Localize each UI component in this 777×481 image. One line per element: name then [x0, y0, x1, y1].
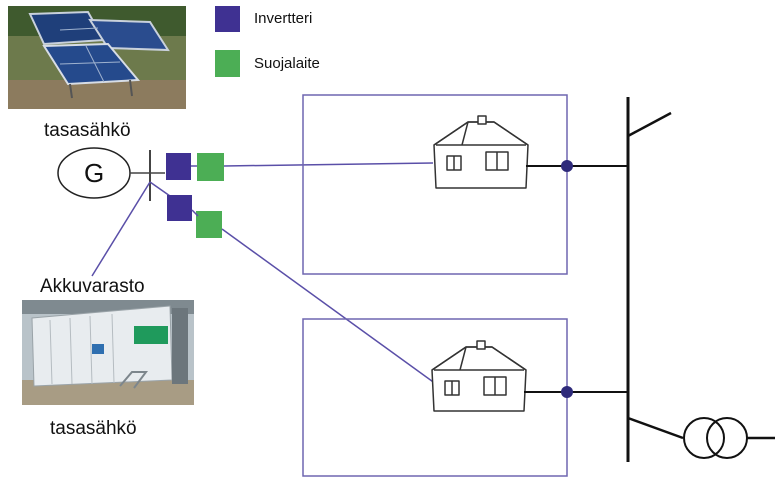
transformer-feed: [627, 416, 684, 440]
inverter-2: [167, 195, 192, 221]
house-1-box: [302, 94, 568, 275]
battery-container-photo: [22, 300, 194, 405]
transformer-icon: [683, 417, 748, 459]
storage-label: Akkuvarasto: [40, 276, 145, 297]
house-1-junction: [561, 160, 573, 172]
legend-protection-swatch: [215, 50, 240, 77]
generator-label: G: [84, 158, 105, 188]
battery-link: [91, 181, 151, 277]
legend-inverter-swatch: [215, 6, 240, 32]
inverter-1: [166, 153, 191, 180]
grid-bus-branch: [627, 111, 672, 138]
inverter-protection-link-2: [191, 209, 199, 217]
protection-device-1: [197, 153, 224, 181]
feeder-line-house-2: [221, 228, 437, 385]
protection-device-2: [196, 211, 222, 238]
legend-protection-label: Suojalaite: [254, 55, 320, 72]
house-icon: [431, 340, 527, 412]
house-icon: [433, 115, 529, 189]
solar-dc-label: tasasähkö: [44, 120, 131, 141]
battery-branch-link: [149, 181, 171, 197]
feeder-line-house-1: [223, 162, 434, 167]
solar-panel-photo: [8, 6, 186, 109]
house-2-junction: [561, 386, 573, 398]
storage-dc-label: tasasähkö: [50, 418, 137, 439]
legend-inverter-label: Invertteri: [254, 10, 313, 27]
